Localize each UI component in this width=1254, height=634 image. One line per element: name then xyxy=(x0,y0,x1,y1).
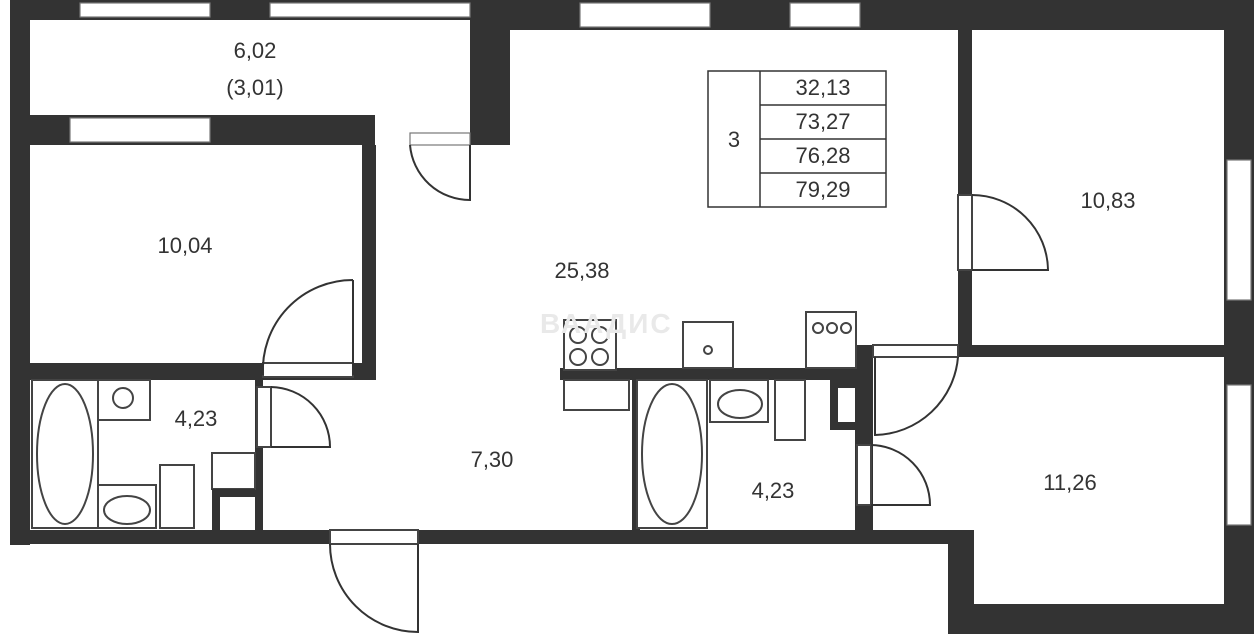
summary-area-1: 32,13 xyxy=(795,75,850,100)
summary-area-4: 79,29 xyxy=(795,177,850,202)
summary-area-2: 73,27 xyxy=(795,109,850,134)
fixtures xyxy=(31,311,857,530)
windows xyxy=(69,2,1252,526)
summary-table: 3 32,13 73,27 76,28 79,29 xyxy=(707,70,887,208)
hallway-area: 7,30 xyxy=(471,447,514,472)
bedroom-right-bottom-area: 11,26 xyxy=(1043,470,1096,495)
bathroom-left-area: 4,23 xyxy=(175,406,218,431)
living-kitchen-area: 25,38 xyxy=(554,258,609,283)
summary-area-3: 76,28 xyxy=(795,143,850,168)
bathroom-center-area: 4,23 xyxy=(752,478,795,503)
watermark-text: ВААДИС xyxy=(540,308,673,339)
rooms-count: 3 xyxy=(728,127,740,152)
room-labels: 6,02 (3,01) 25,38 10,04 10,83 11,26 4,23… xyxy=(157,38,1135,503)
doors xyxy=(256,132,1050,634)
balcony-area: 6,02 xyxy=(234,38,277,63)
balcony-area-reduced: (3,01) xyxy=(226,75,283,100)
bedroom-right-top-area: 10,83 xyxy=(1080,188,1135,213)
bedroom-left-area: 10,04 xyxy=(157,233,212,258)
